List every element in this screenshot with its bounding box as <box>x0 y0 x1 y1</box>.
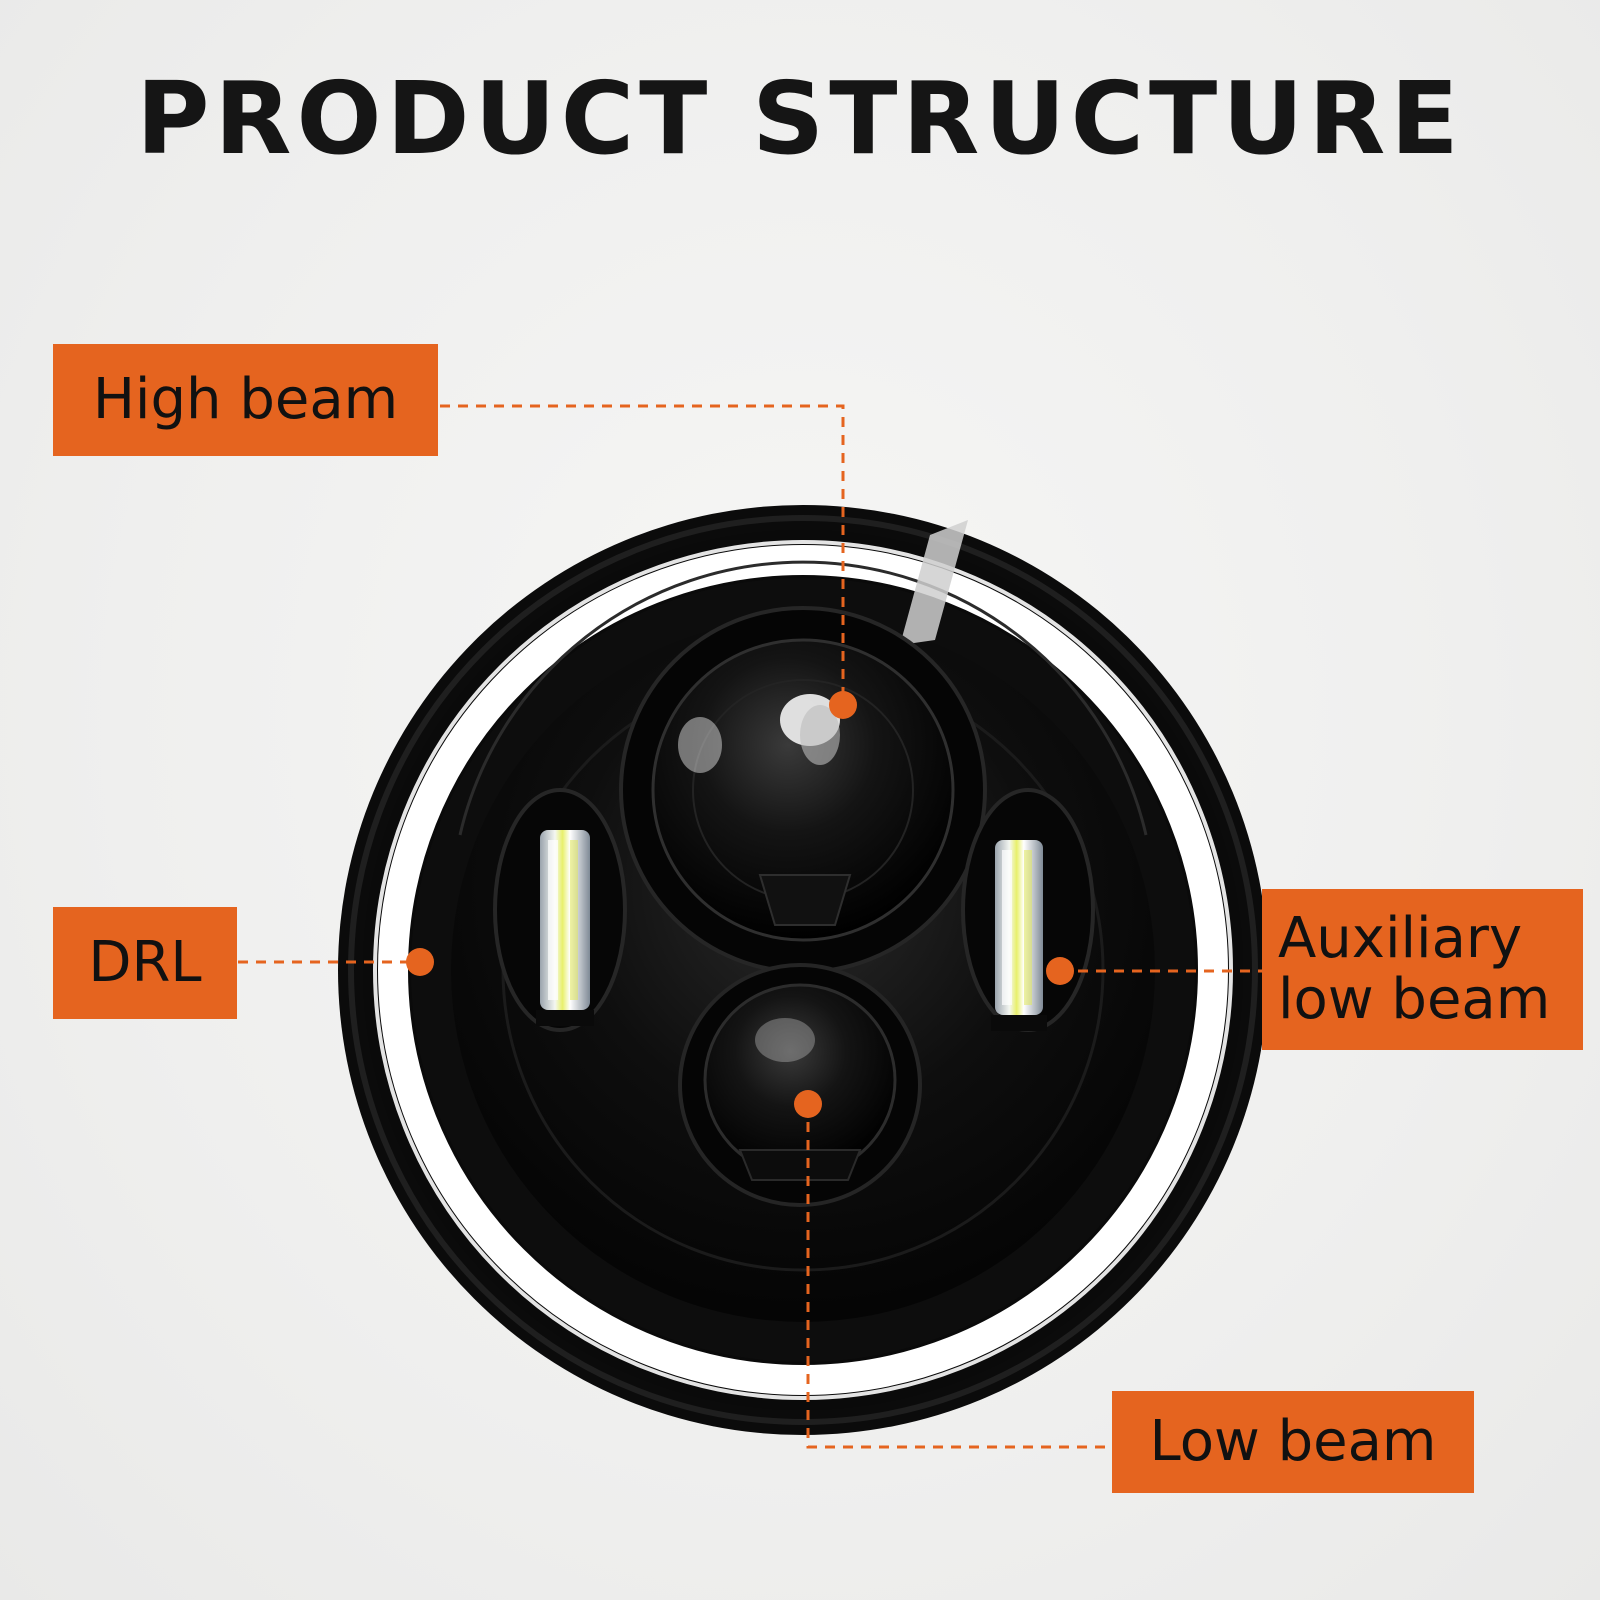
low-beam-reflector <box>678 963 922 1207</box>
low-beam-leader <box>806 1104 1112 1449</box>
auxiliary-low-beam-line2: low beam <box>1278 966 1551 1032</box>
left-led-module <box>493 788 627 1032</box>
low-beam-label-text: Low beam <box>1149 1408 1437 1474</box>
high-beam-reflector <box>619 606 987 974</box>
high-beam-label-text: High beam <box>92 366 399 432</box>
drl-label[interactable]: DRL <box>53 907 237 1019</box>
leader-lines <box>238 404 1262 1449</box>
auxiliary-low-beam-label-text: Auxiliary low beam <box>1278 906 1551 1032</box>
right-led-module <box>961 788 1095 1032</box>
low-beam-dot <box>794 1090 822 1118</box>
auxiliary-low-beam-dot <box>1046 957 1074 985</box>
high-beam-leader <box>440 404 845 705</box>
auxiliary-low-beam-line1: Auxiliary <box>1278 906 1523 972</box>
low-beam-label[interactable]: Low beam <box>1112 1391 1474 1493</box>
page-title: PRODUCT STRUCTURE <box>136 60 1464 177</box>
callout-dots <box>406 691 1074 1118</box>
drl-dot <box>406 948 434 976</box>
high-beam-dot <box>829 691 857 719</box>
high-beam-label[interactable]: High beam <box>53 344 438 456</box>
drl-label-text: DRL <box>88 929 202 995</box>
auxiliary-low-beam-label[interactable]: Auxiliary low beam <box>1262 889 1583 1050</box>
